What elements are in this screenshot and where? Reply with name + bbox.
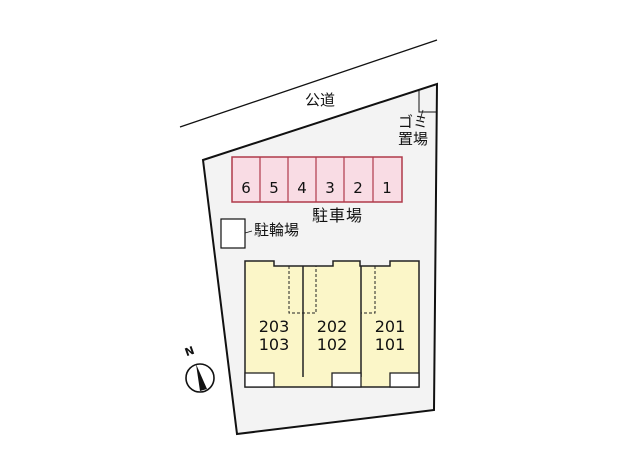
compass-icon bbox=[185, 363, 215, 393]
parking-spot-3: 3 bbox=[325, 179, 335, 197]
parking-spot-4: 4 bbox=[297, 179, 307, 197]
unit-202-102: 202 102 bbox=[304, 318, 360, 354]
garbage-label-line2: 置場 bbox=[397, 130, 428, 148]
garbage-label-line1: ゴミ bbox=[397, 113, 428, 131]
garbage-area-label: ゴミ 置場 bbox=[393, 114, 433, 148]
unit-203-103: 203 103 bbox=[246, 318, 302, 354]
bicycle-parking-label: 駐輪場 bbox=[254, 221, 300, 239]
unit-201-101: 201 101 bbox=[362, 318, 418, 354]
parking-label: 駐車場 bbox=[312, 206, 364, 225]
unit-upper: 201 bbox=[374, 317, 406, 336]
parking-spot-2: 2 bbox=[353, 179, 363, 197]
road-edge-line bbox=[179, 39, 438, 128]
unit-lower: 102 bbox=[316, 335, 348, 354]
parking-spot-6: 6 bbox=[241, 179, 251, 197]
garbage-area bbox=[418, 90, 437, 113]
building bbox=[244, 260, 420, 388]
parking-spot-5: 5 bbox=[269, 179, 279, 197]
bicycle-leader-line bbox=[244, 230, 253, 234]
unit-upper: 202 bbox=[316, 317, 348, 336]
road-label: 公道 bbox=[305, 91, 336, 109]
unit-lower: 103 bbox=[258, 335, 290, 354]
unit-upper: 203 bbox=[258, 317, 290, 336]
bicycle-parking-box bbox=[220, 218, 246, 249]
unit-lower: 101 bbox=[374, 335, 406, 354]
garbage-leader-line bbox=[419, 109, 424, 121]
parking-spot-1: 1 bbox=[382, 179, 392, 197]
parking-spots bbox=[231, 156, 403, 203]
